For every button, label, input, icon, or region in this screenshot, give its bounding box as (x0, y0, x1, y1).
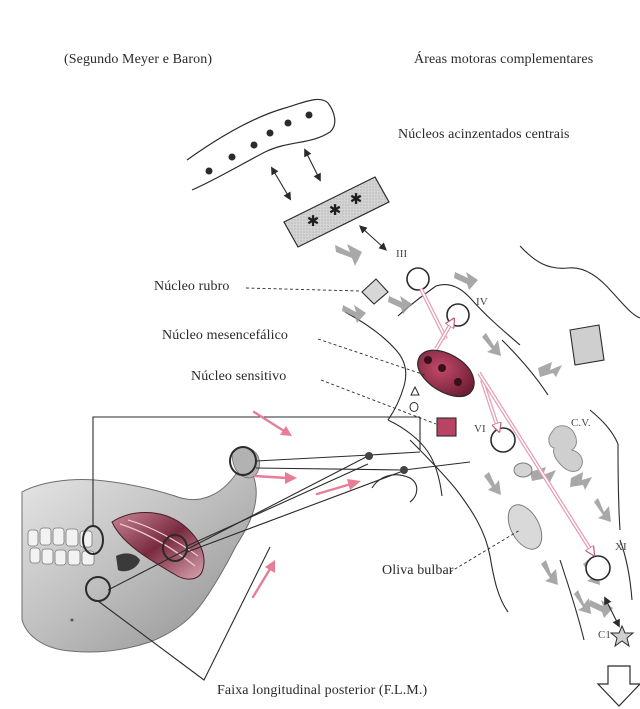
cortex-basal-arrows (273, 152, 319, 197)
cv-label: C.V. (571, 417, 591, 429)
nucleus-III (407, 268, 429, 290)
c1-star (611, 626, 633, 646)
svg-text:✱: ✱ (350, 190, 363, 208)
basal-to-nucleus-arrow (362, 228, 384, 248)
source-note: (Segundo Meyer e Baron) (64, 52, 212, 68)
nucleus-VI (491, 428, 515, 452)
nerve-label-XI: XI (615, 541, 627, 553)
mesencephalic-nucleus-label: Núcleo mesencefálico (162, 328, 288, 344)
small-gray-oval (514, 463, 532, 477)
jaw-illustration (22, 447, 260, 652)
nerve-label-IV: IV (476, 296, 488, 308)
basal-ganglia-box: ✱ ✱ ✱ (284, 177, 389, 247)
cortex-strip (187, 99, 335, 190)
motor-area-diamond (570, 325, 604, 365)
pink-sensory-arrows (253, 412, 361, 597)
small-marker-shapes (410, 387, 419, 412)
svg-text:✱: ✱ (307, 212, 320, 230)
red-nucleus-diamond (362, 279, 388, 304)
svg-text:✱: ✱ (329, 201, 342, 219)
mesencephalic-nucleus-shape (418, 350, 474, 436)
nerve-label-VI: VI (474, 423, 486, 435)
nucleus-XI (586, 556, 610, 580)
descending-outline-arrow (598, 666, 640, 706)
footer-label: Faixa longitudinal posterior (F.L.M.) (217, 683, 427, 699)
junction-dots (365, 452, 408, 474)
red-nucleus-label: Núcleo rubro (154, 279, 229, 295)
sensory-nucleus-square (437, 418, 456, 436)
nerve-label-III: III (396, 248, 407, 260)
c1-label: C1 (598, 629, 611, 641)
sensory-nucleus-label: Núcleo sensitivo (191, 369, 286, 385)
olive-label: Oliva bulbar (382, 563, 454, 579)
motor-areas-label: Áreas motoras complementares (414, 52, 593, 68)
cv-blob (549, 426, 583, 472)
gray-nuclei-label: Núcleos acinzentados centrais (398, 127, 570, 143)
olive-oval (501, 499, 548, 555)
